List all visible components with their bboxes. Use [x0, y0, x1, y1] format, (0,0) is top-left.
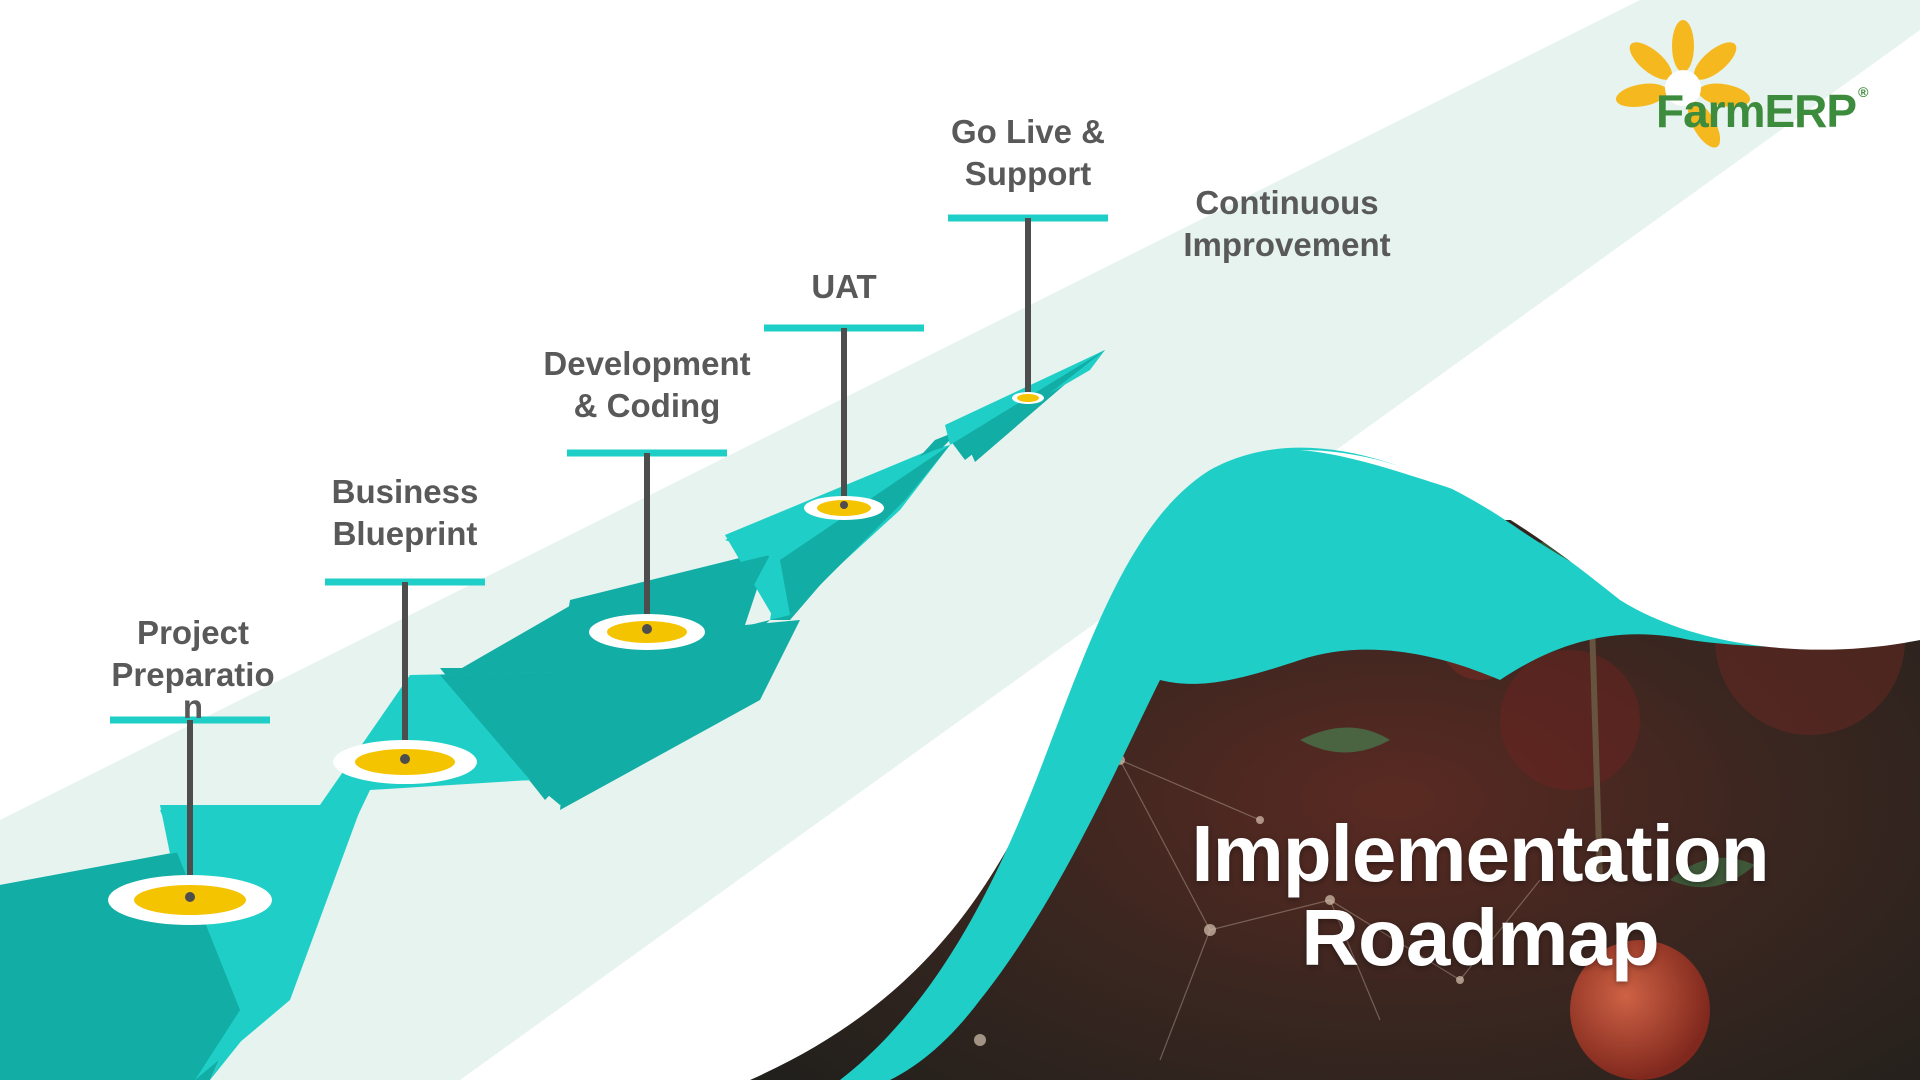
milestone-marker-2	[325, 578, 485, 784]
white-curl	[1300, 80, 1920, 650]
milestone-label-project-preparation: Project Preparatio n	[111, 614, 275, 725]
logo-wordmark: FarmERP	[1656, 85, 1857, 137]
milestone-label-development-coding: Development & Coding	[543, 345, 751, 424]
farmerp-logo: FarmERP®	[1656, 84, 1868, 138]
milestone-marker-1	[108, 716, 272, 925]
milestone-label-go-live-support: Go Live & Support	[950, 113, 1106, 192]
milestone-label-uat: UAT	[811, 268, 877, 305]
title-line-1: Implementation	[1191, 809, 1769, 898]
farmerp-logo-flower-icon	[1615, 20, 1751, 148]
milestone-label-business-blueprint: Business Blueprint	[331, 473, 479, 552]
milestone-label-continuous-improvement: Continuous Improvement	[1183, 184, 1391, 263]
milestone-marker-4	[764, 324, 924, 520]
milestone-marker-5	[948, 214, 1108, 404]
milestone-marker-3	[567, 449, 727, 650]
title-line-2: Roadmap	[1301, 893, 1660, 982]
registered-mark: ®	[1858, 84, 1868, 100]
slide-title: Implementation Roadmap	[1180, 812, 1780, 980]
